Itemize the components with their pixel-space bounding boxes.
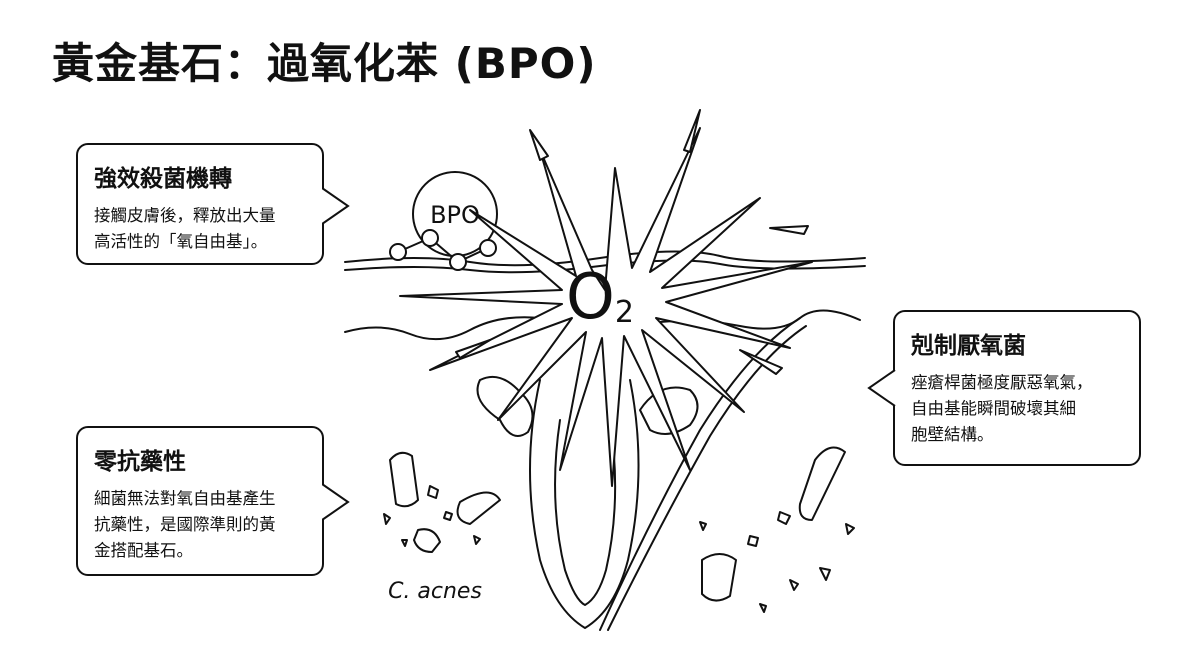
burst-shard <box>683 109 701 153</box>
skin-surface-line <box>344 250 866 267</box>
callout-heading: 零抗藥性 <box>94 449 186 475</box>
burst-shard <box>769 225 809 235</box>
bacterium-fragment <box>473 535 481 545</box>
burst-shard <box>529 129 549 161</box>
bacterium-fragment <box>443 511 453 521</box>
bpo-label: BPO <box>430 201 480 229</box>
bacteria-label: C. acnes <box>388 579 482 604</box>
bacterium-fragment <box>777 511 791 525</box>
callout-body: 接觸皮膚後，釋放出大量 高活性的「氧自由基」。 <box>94 203 306 255</box>
bacterium <box>389 451 419 508</box>
skin-surface-line <box>344 259 866 274</box>
bacterium <box>701 553 737 602</box>
hair-follicle <box>529 379 640 629</box>
callout-heading: 剋制厭氧菌 <box>911 333 1026 359</box>
callout-pointer <box>322 187 350 225</box>
bacterium-fragment <box>845 523 855 535</box>
bacterium <box>798 446 846 521</box>
oxygen-burst <box>399 127 813 487</box>
bacterium-fragment <box>383 513 391 525</box>
bacterium-fragment <box>427 485 439 499</box>
callout-body: 痤瘡桿菌極度厭惡氧氣， 自由基能瞬間破壞其細 胞壁結構。 <box>911 370 1123 448</box>
callout-line: 細菌無法對氧自由基產生 <box>94 489 276 508</box>
bpo-atom <box>449 253 467 271</box>
callout-line: 金搭配基石。 <box>94 541 193 560</box>
callout-line: 接觸皮膚後，釋放出大量 <box>94 206 276 225</box>
bacterium <box>456 491 501 525</box>
burst-shard <box>739 349 783 375</box>
callout-pointer <box>322 483 350 521</box>
bacterium-fragment <box>819 567 831 581</box>
callout-anaerobe: 剋制厭氧菌 痤瘡桿菌極度厭惡氧氣， 自由基能瞬間破壞其細 胞壁結構。 <box>893 310 1141 466</box>
skin-lower-line <box>344 316 541 341</box>
page-title: 黃金基石：過氧化苯 (BPO) <box>52 39 597 88</box>
oxygen-subscript: 2 <box>615 295 634 330</box>
burst-shard <box>455 339 491 359</box>
bacterium-fragment <box>699 521 707 531</box>
hair-strand <box>607 325 807 631</box>
bacterium-fragment <box>747 535 759 547</box>
callout-line: 抗藥性，是國際準則的黃 <box>94 515 276 534</box>
oxygen-symbol: O <box>566 260 615 333</box>
bacterium <box>413 528 441 553</box>
bacterium-fragment <box>789 579 799 591</box>
callout-line: 自由基能瞬間破壞其細 <box>911 399 1076 418</box>
callout-line: 痤瘡桿菌極度厭惡氧氣， <box>911 373 1093 392</box>
hair-strand <box>599 317 801 631</box>
oxygen-label: O2 <box>566 260 634 333</box>
bpo-atom <box>479 239 497 257</box>
callout-body: 細菌無法對氧自由基產生 抗藥性，是國際準則的黃 金搭配基石。 <box>94 486 306 564</box>
bpo-atom <box>389 243 407 261</box>
callout-bactericidal: 強效殺菌機轉 接觸皮膚後，釋放出大量 高活性的「氧自由基」。 <box>76 143 324 265</box>
callout-line: 高活性的「氧自由基」。 <box>94 232 268 251</box>
bpo-atom <box>421 229 439 247</box>
bpo-chain <box>397 237 489 263</box>
bacterium-fragment <box>759 603 767 613</box>
sebaceous-gland <box>639 386 699 435</box>
callout-pointer <box>867 369 896 407</box>
callout-resistance: 零抗藥性 細菌無法對氧自由基產生 抗藥性，是國際準則的黃 金搭配基石。 <box>76 426 324 576</box>
hair-follicle-inner <box>554 419 617 606</box>
bacterium-fragment <box>401 539 408 547</box>
callout-heading: 強效殺菌機轉 <box>94 166 232 192</box>
callout-line: 胞壁結構。 <box>911 425 994 444</box>
